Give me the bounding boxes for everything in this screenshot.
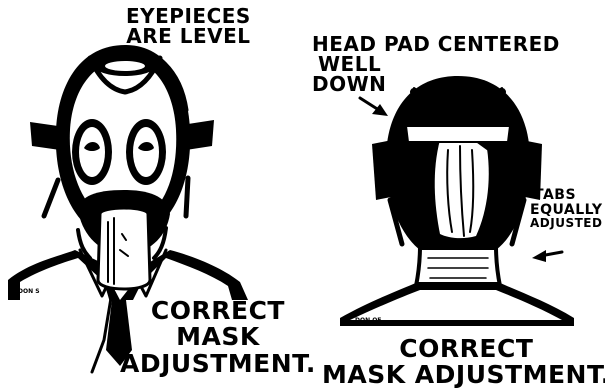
front-head-pad-center — [105, 61, 145, 71]
back-strap-band — [406, 126, 510, 142]
caption-tabs-line-3: ADJUSTED — [530, 217, 603, 230]
arrow-icon — [360, 98, 388, 116]
back-neck — [416, 246, 500, 286]
caption-back-line-2: MASK ADJUSTMENT. — [322, 362, 605, 388]
caption-head-pad: HEAD PAD CENTERED WELL DOWN — [312, 34, 560, 94]
caption-tabs: TABS EQUALLY ADJUSTED — [530, 188, 603, 230]
caption-head-pad-line-1: HEAD PAD CENTERED — [312, 34, 560, 54]
arrow-icon — [532, 250, 562, 262]
back-neck-shading — [428, 258, 488, 278]
caption-back-correct: CORRECT MASK ADJUSTMENT. — [322, 336, 605, 389]
back-tab-left — [372, 140, 396, 200]
caption-eyepieces: EYEPIECES ARE LEVEL — [126, 6, 251, 46]
back-signature: DON OF — [355, 317, 381, 324]
caption-tabs-line-1: TABS — [530, 188, 603, 203]
front-tab-left — [30, 122, 60, 150]
front-strap-lower-left — [44, 180, 58, 216]
front-strap-lower-right — [186, 178, 188, 216]
caption-eyepieces-line-1: EYEPIECES — [126, 6, 251, 26]
caption-front-correct: CORRECT MASK ADJUSTMENT. — [120, 298, 316, 377]
front-signature: DON S — [18, 288, 40, 295]
caption-front-line-2: MASK — [120, 324, 316, 350]
caption-back-line-1: CORRECT — [322, 336, 605, 362]
front-eyepiece-left-lens — [79, 127, 105, 177]
caption-tabs-line-2: EQUALLY — [530, 203, 603, 218]
caption-head-pad-line-2: WELL — [312, 54, 560, 74]
caption-front-line-1: CORRECT — [120, 298, 316, 324]
front-tab-right — [186, 120, 214, 150]
caption-front-line-3: ADJUSTMENT. — [120, 351, 316, 377]
caption-head-pad-line-3: DOWN — [312, 74, 560, 94]
front-eyepiece-right-lens — [133, 127, 159, 177]
front-canister — [98, 208, 150, 289]
caption-eyepieces-line-2: ARE LEVEL — [126, 26, 251, 46]
